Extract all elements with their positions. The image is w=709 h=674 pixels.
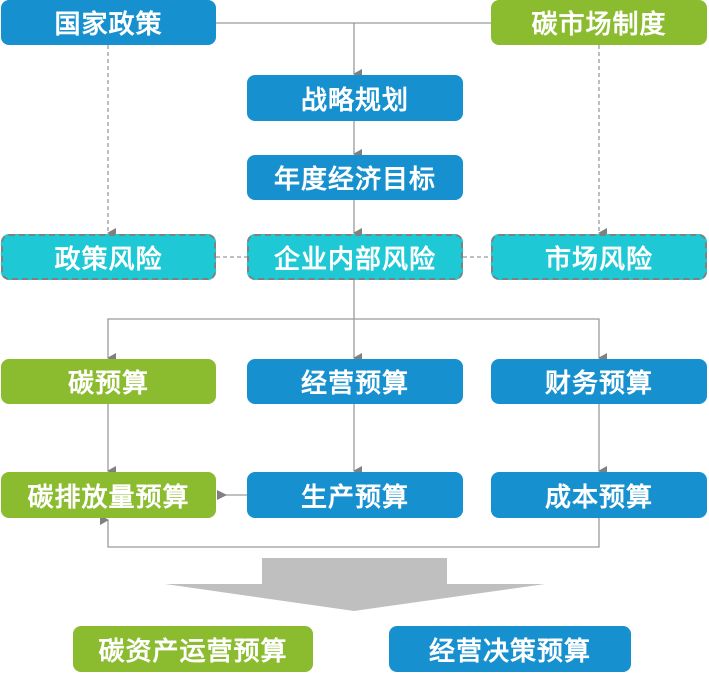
big-down-arrow — [165, 558, 545, 611]
node-carbon-emission-budget: 碳排放量预算 — [1, 472, 216, 518]
edge-to-carbon-budget — [107, 318, 354, 363]
node-policy-risk: 政策风险 — [1, 234, 216, 280]
node-production-budget: 生产预算 — [247, 472, 463, 518]
node-operating-budget: 经营预算 — [247, 359, 463, 404]
node-carbon-budget: 碳预算 — [1, 359, 216, 404]
node-carbon-market-system: 碳市场制度 — [491, 0, 707, 45]
node-internal-risk: 企业内部风险 — [247, 234, 463, 280]
edge-cost-to-emission — [100, 515, 600, 548]
node-cost-budget: 成本预算 — [491, 472, 707, 518]
node-strategic-planning: 战略规划 — [247, 75, 463, 121]
node-national-policy: 国家政策 — [1, 0, 216, 45]
node-carbon-asset-operation-budget: 碳资产运营预算 — [73, 626, 313, 672]
node-market-risk: 市场风险 — [491, 234, 707, 280]
node-financial-budget: 财务预算 — [491, 359, 707, 404]
node-business-decision-budget: 经营决策预算 — [389, 626, 631, 672]
node-annual-economic-goals: 年度经济目标 — [247, 155, 463, 200]
edge-to-financial-budget — [354, 318, 607, 363]
